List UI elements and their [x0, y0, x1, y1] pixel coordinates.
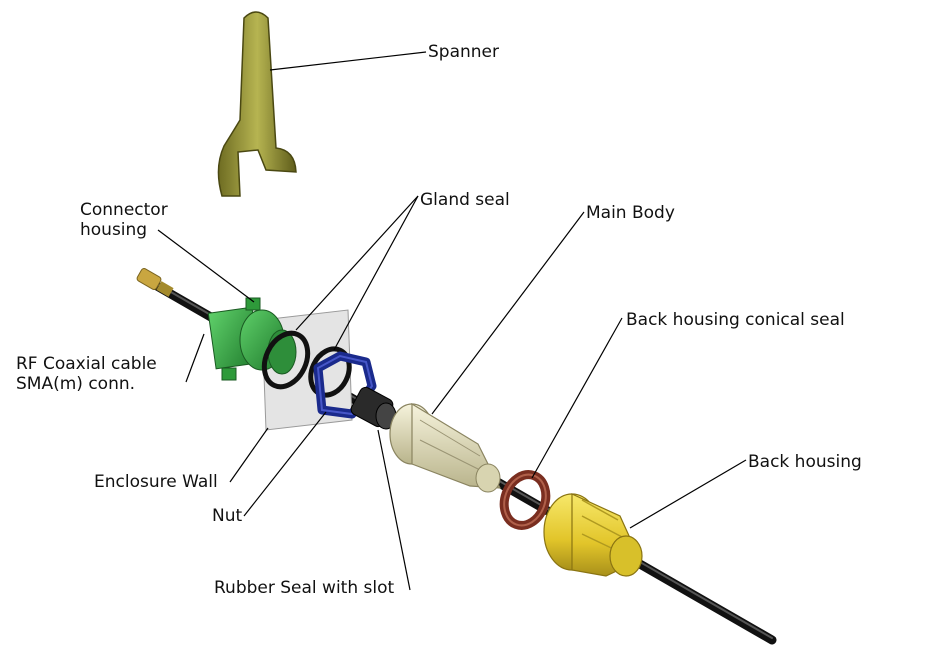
label-rubber-seal: Rubber Seal with slot — [214, 578, 395, 598]
label-main-body: Main Body — [586, 203, 675, 223]
label-back-housing: Back housing — [748, 452, 862, 472]
label-rf-cable-line2: SMA(m) conn. — [16, 374, 136, 394]
label-back-housing-conical-seal: Back housing conical seal — [626, 310, 845, 330]
label-gland-seal: Gland seal — [420, 190, 510, 210]
rubber-seal-part — [350, 386, 397, 430]
connector-housing-part — [207, 297, 297, 381]
main-body-part — [389, 402, 502, 493]
label-connector-housing-line1: Connector — [80, 200, 168, 220]
label-spanner: Spanner — [428, 42, 499, 62]
spanner-part — [217, 11, 297, 197]
sma-connector — [136, 268, 174, 297]
label-connector-housing-line2: housing — [80, 220, 148, 240]
back-housing-part — [543, 493, 643, 577]
label-rf-cable-line1: RF Coaxial cable — [16, 354, 157, 374]
leader-lines — [157, 51, 747, 591]
label-enclosure-wall: Enclosure Wall — [94, 472, 218, 492]
label-nut: Nut — [212, 506, 243, 526]
nut-part — [313, 351, 377, 419]
